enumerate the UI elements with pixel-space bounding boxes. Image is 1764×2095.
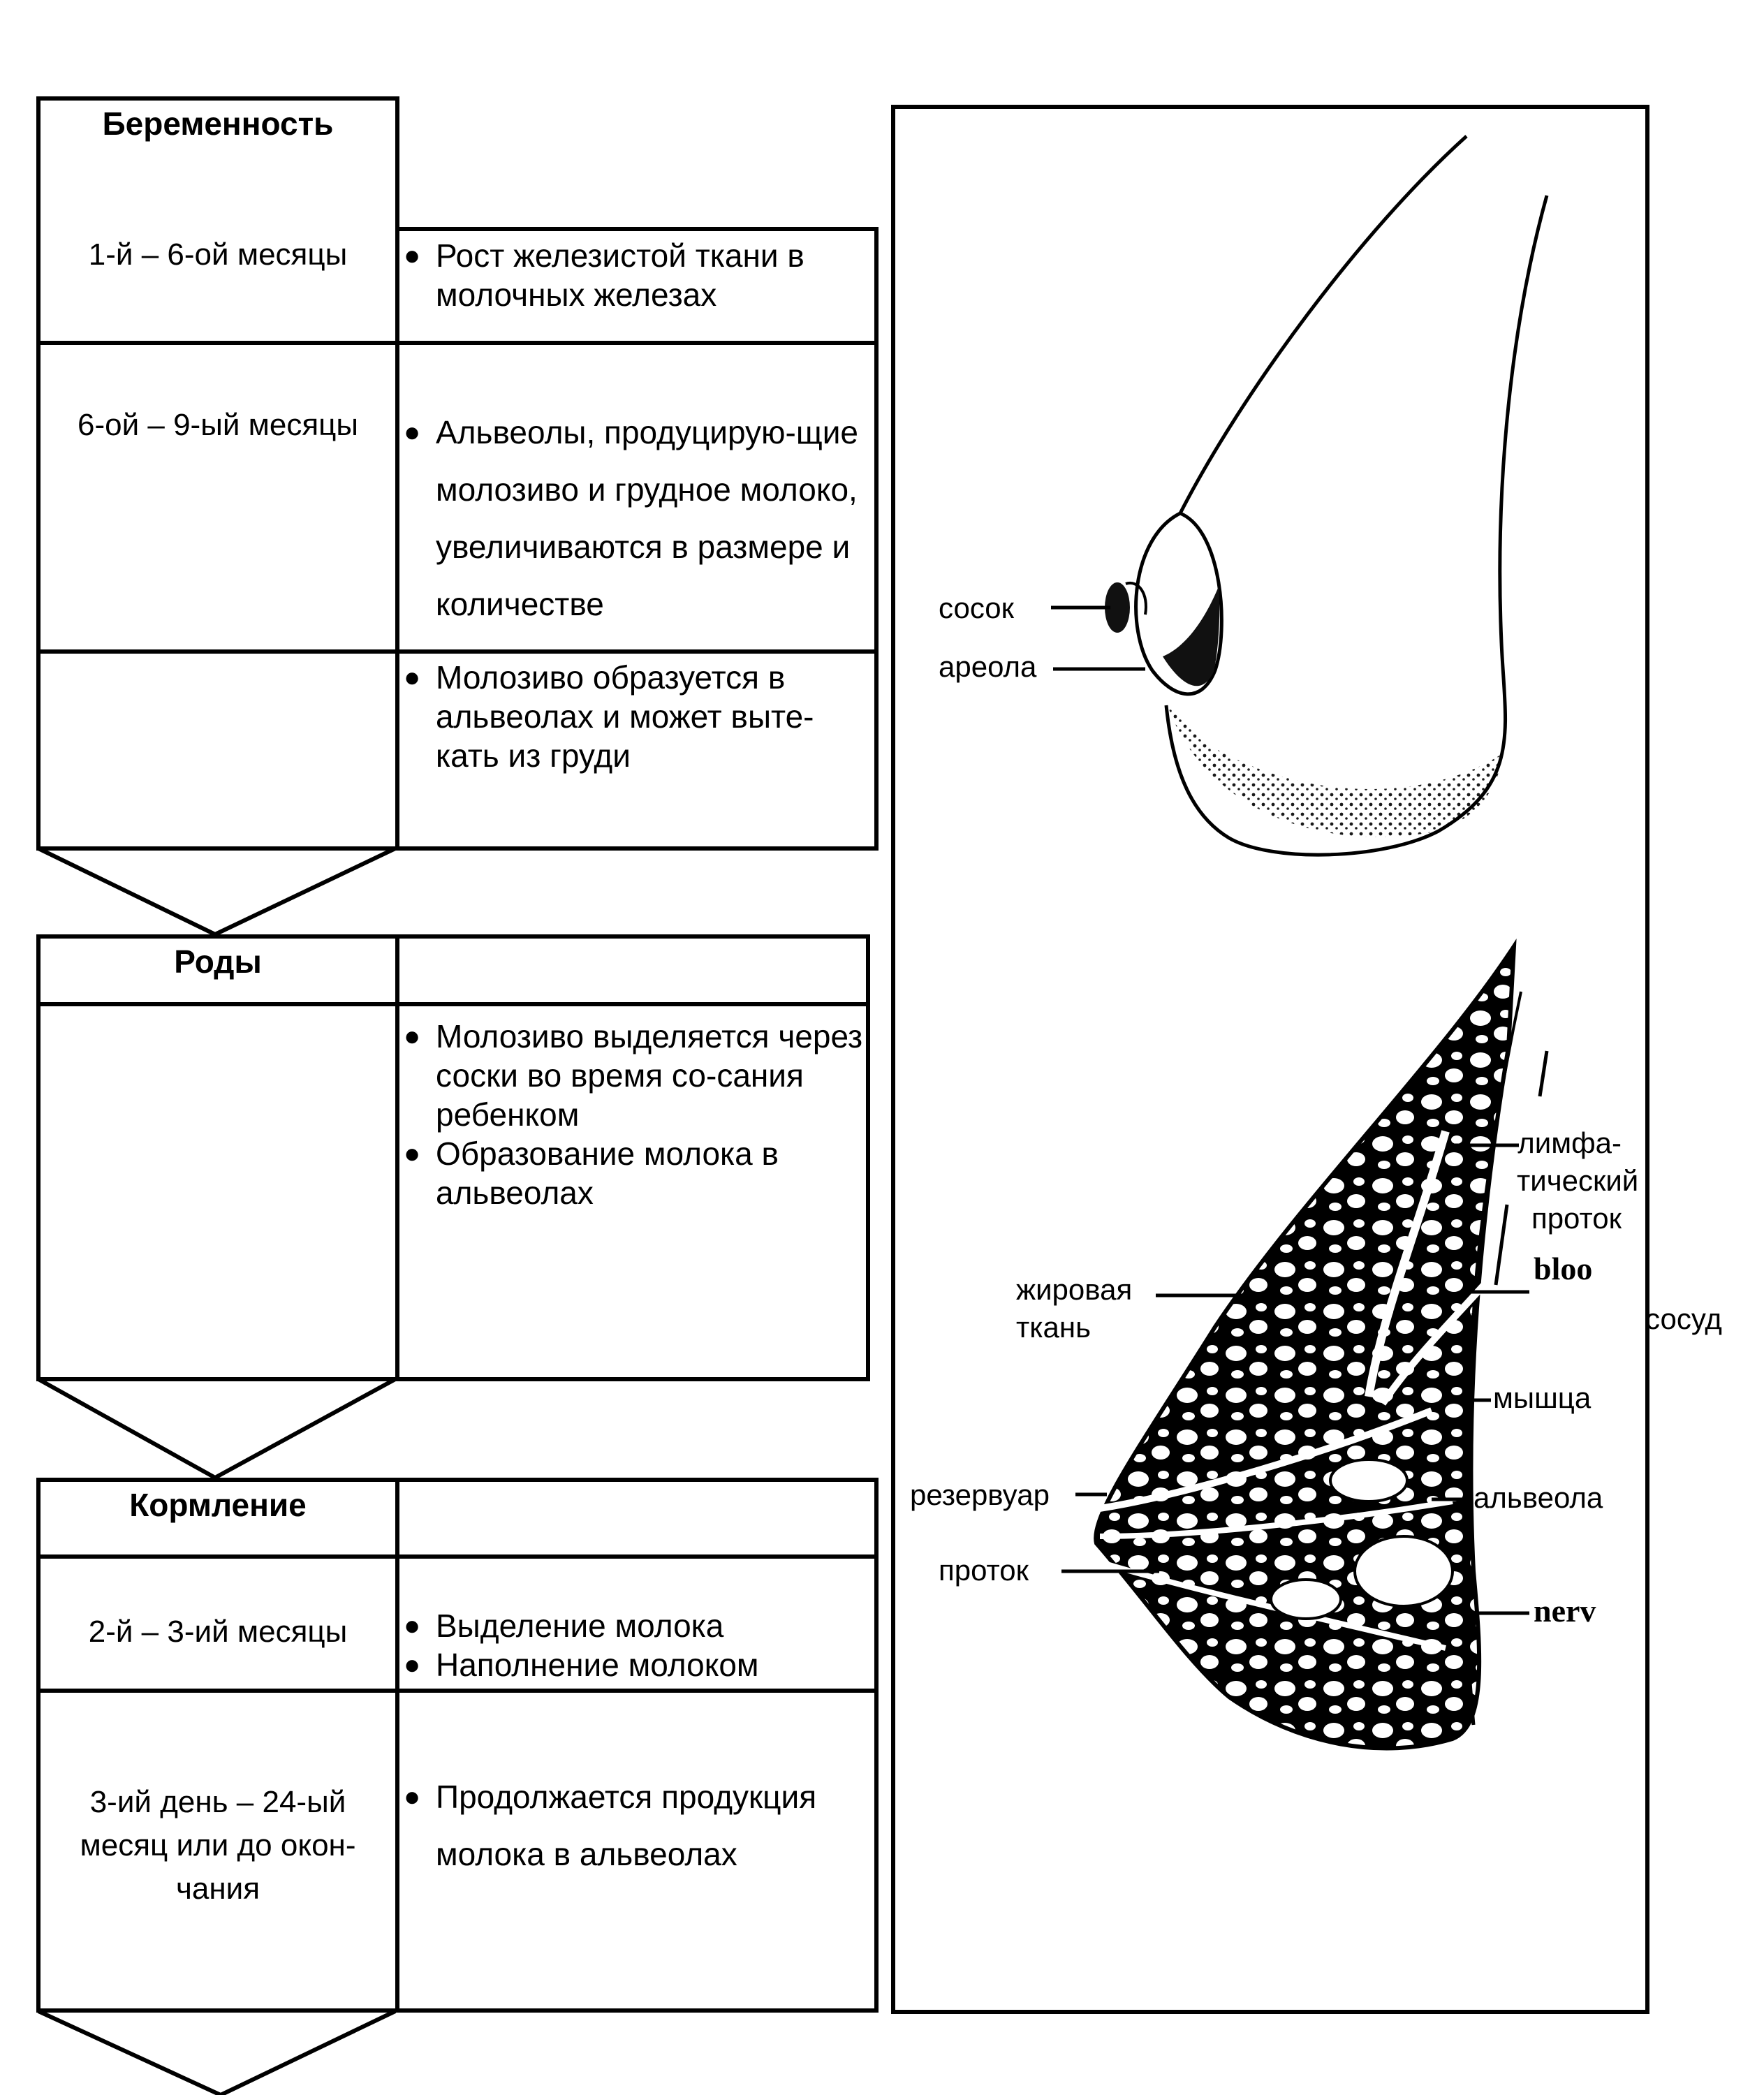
- cross-section-view: [1094, 939, 1549, 1751]
- period-label: 3-ий день – 24-ый месяц или до окон-чани…: [80, 1785, 356, 1906]
- bullet-list: Молозиво образуется в альвеолах и может …: [404, 658, 865, 775]
- birth-left-column: [36, 934, 399, 1381]
- feeding-left-column: [36, 1478, 399, 2013]
- period-label: 1-й – 6-ой месяцы: [88, 237, 348, 272]
- label-muscle: мышца: [1493, 1381, 1592, 1414]
- bullet-item: Продолжается продукция молока в альвеола…: [404, 1768, 872, 1883]
- divider: [36, 341, 879, 345]
- bullet-item: Образование молока в альвеолах: [404, 1134, 865, 1212]
- divider: [36, 649, 879, 654]
- bullet-item: Молозиво выделяется через соски во время…: [404, 1017, 865, 1134]
- bullet-item: Рост железистой ткани в молочных железах: [404, 236, 865, 314]
- label-nipple: сосок: [939, 591, 1015, 624]
- external-breast-view: [1105, 135, 1549, 857]
- label-areola: ареола: [939, 650, 1037, 683]
- feeding-right-column: [395, 1478, 879, 2013]
- pregnancy-left-column: [36, 96, 399, 851]
- bullet-list: Продолжается продукция молока в альвеола…: [404, 1768, 872, 1883]
- period-label: 2-й – 3-ий месяцы: [88, 1615, 348, 1649]
- bullet-list: Альвеолы, продуцирую-щие молозиво и груд…: [404, 404, 872, 633]
- arrow-down: [37, 2009, 397, 2095]
- label-vessel: сосуд: [1645, 1302, 1722, 1335]
- bullet-list: Рост железистой ткани в молочных железах: [404, 236, 865, 314]
- period-label: 6-ой – 9-ый месяцы: [77, 408, 358, 442]
- divider: [36, 1554, 879, 1559]
- label-blood: bloo: [1534, 1251, 1593, 1286]
- bullet-item: Наполнение молоком: [404, 1645, 865, 1684]
- bullet-item: Молозиво образуется в альвеолах и может …: [404, 658, 865, 775]
- birth-heading: Роды: [174, 943, 262, 980]
- leader-lines: [1051, 605, 1529, 1615]
- bullet-list: Молозиво выделяется через соски во время…: [404, 1017, 865, 1212]
- arrow-down: [37, 846, 397, 937]
- label-alveolus: альвеола: [1473, 1481, 1603, 1514]
- label-nerve: nerv: [1534, 1593, 1596, 1629]
- divider: [36, 1689, 879, 1693]
- bullet-item: Выделение молока: [404, 1606, 865, 1645]
- feeding-heading: Кормление: [129, 1487, 307, 1523]
- label-lymph-duct: лимфа-тический проток: [1517, 1126, 1639, 1235]
- label-fat-tissue: жировая ткань: [1016, 1273, 1133, 1344]
- bullet-item: Альвеолы, продуцирую-щие молозиво и груд…: [404, 404, 872, 633]
- label-reservoir: резервуар: [910, 1478, 1050, 1511]
- bullet-list: Выделение молока Наполнение молоком: [404, 1606, 865, 1684]
- divider: [36, 1002, 870, 1006]
- pregnancy-heading: Беременность: [102, 105, 334, 142]
- arrow-down: [37, 1377, 397, 1480]
- label-duct: проток: [939, 1554, 1029, 1587]
